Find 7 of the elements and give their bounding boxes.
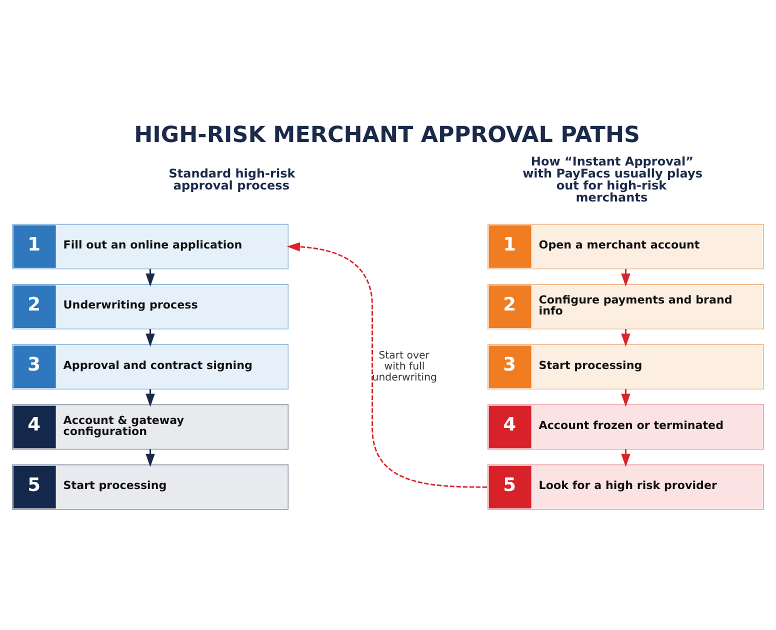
arrow <box>146 388 155 406</box>
diagram-title: HIGH-RISK MERCHANT APPROVAL PATHS <box>134 122 640 148</box>
label: Standard high-risk approval process <box>168 166 296 192</box>
arrow <box>621 388 630 406</box>
label: How “Instant Approval” with PayFacs usually plays out for high-risk merchants <box>522 154 702 204</box>
edge-label: Start over with full underwriting <box>372 350 438 384</box>
arrow <box>286 242 487 488</box>
